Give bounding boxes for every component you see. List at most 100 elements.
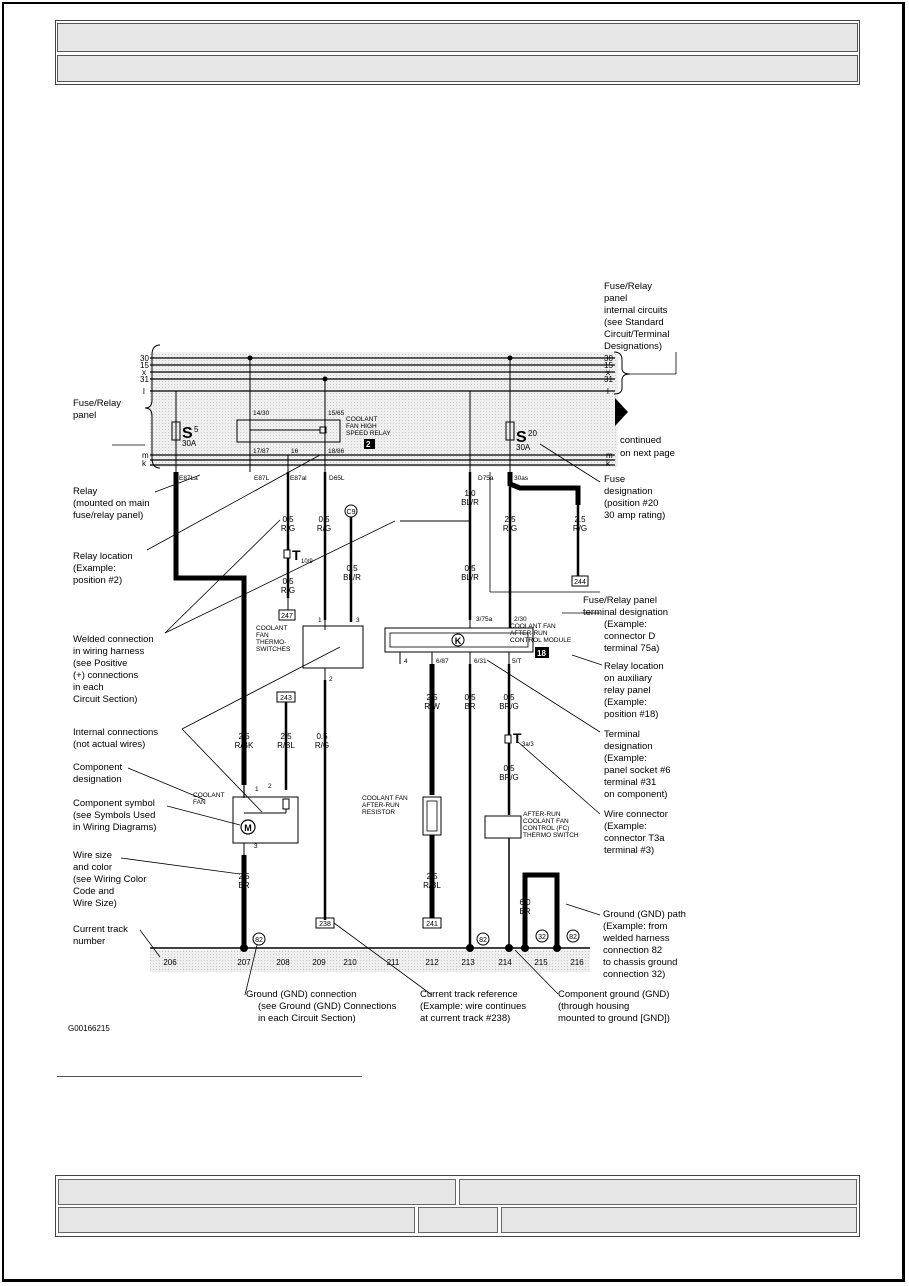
wire-color: R/G xyxy=(573,524,587,533)
fc-switch-title-2: COOLANT FAN xyxy=(523,818,569,825)
wire-color: BL/R xyxy=(461,498,479,507)
footer-cell xyxy=(58,1179,456,1205)
wire-color: R/G xyxy=(317,524,331,533)
thermo-pin-2: 2 xyxy=(329,676,333,683)
thermo-title-1: COOLANT xyxy=(256,625,287,632)
wire-size: 6.0 xyxy=(519,898,531,907)
wire-size: 2.5 xyxy=(426,693,438,702)
wire-color: BR xyxy=(519,907,530,916)
module-pin-375a: 3/75a xyxy=(476,616,493,623)
wire-color: R/BL xyxy=(423,881,441,890)
annotation-terminal: Terminal designation (Example: panel soc… xyxy=(604,729,673,800)
resistor-title-2: AFTER-RUN xyxy=(362,802,400,809)
annotation-wire-size: Wire size and color (see Wiring Color Co… xyxy=(73,850,149,909)
wire-size: 0.5 xyxy=(464,693,476,702)
ground-label: 32 xyxy=(538,934,546,941)
track-number: 208 xyxy=(276,958,290,967)
relay-term-16: 16 xyxy=(291,448,299,455)
wire-size: 0.5 xyxy=(282,577,294,586)
annotation-component-designation: Component designation xyxy=(73,762,125,785)
resistor-title-1: COOLANT FAN xyxy=(362,795,408,802)
annotation-component-symbol: Component symbol (see Symbols Used in Wi… xyxy=(73,798,158,833)
annotation-fuse-relay-internal: Fuse/Relay panel internal circuits (see … xyxy=(604,281,672,352)
fuse-s5-rating: 30A xyxy=(182,439,197,448)
bus-l-right: l xyxy=(607,387,609,396)
wire-color: R/G xyxy=(281,524,295,533)
panel-term-d75a: D75a xyxy=(478,475,494,482)
annotation-track-ref: Current track reference (Example: wire c… xyxy=(420,989,529,1024)
wire-color: BR/G xyxy=(499,773,519,782)
annotation-relay-location: Relay location (Example: position #2) xyxy=(73,551,135,586)
module-pin-4: 4 xyxy=(404,658,408,665)
header-bar-top xyxy=(57,23,858,52)
thermo-title-3: THERMO- xyxy=(256,639,286,646)
track-ref-244: 244 xyxy=(574,579,586,586)
wire-size: 2.5 xyxy=(280,732,292,741)
fan-pin-2: 2 xyxy=(268,783,272,790)
connector-t10-symbol: T xyxy=(292,547,301,563)
track-number: 215 xyxy=(534,958,548,967)
annotation-gnd-connection: Ground (GND) connection (see Ground (GND… xyxy=(246,989,399,1024)
wire-size: 0.5 xyxy=(464,564,476,573)
connector-t3a-sub: 3a/3 xyxy=(522,742,534,748)
annotation-fuse-relay-panel: Fuse/Relay panel xyxy=(73,398,124,421)
annotation-wire-connector: Wire connector (Example: connector T3a t… xyxy=(604,809,671,856)
fc-switch-title-4: THERMO SWITCH xyxy=(523,832,579,839)
module-title-2: AFTER-RUN xyxy=(510,630,548,637)
wire-color: R/G xyxy=(503,524,517,533)
track-number: 214 xyxy=(498,958,512,967)
track-number: 207 xyxy=(237,958,251,967)
relay-position: 2 xyxy=(366,440,371,449)
relay-term-1565: 15/65 xyxy=(328,410,345,417)
fuse-s20-symbol: S xyxy=(516,429,527,446)
thermo-title-4: SWITCHES xyxy=(256,646,291,653)
wire-size: 2.5 xyxy=(574,515,586,524)
panel-term-e87la: E87La xyxy=(179,475,198,482)
fan-title-1: COOLANT xyxy=(193,792,224,799)
annotation-current-track: Current track number xyxy=(73,924,131,947)
bus-31-left: 31 xyxy=(140,375,149,384)
annotation-relay-aux: Relay location on auxiliary relay panel … xyxy=(604,661,666,720)
track-ref-247: 247 xyxy=(281,613,293,620)
track-ref-241: 241 xyxy=(426,921,438,928)
fan-pin-3: 3 xyxy=(254,843,258,850)
track-number: 211 xyxy=(387,958,400,967)
welded-c9-label: C9 xyxy=(347,509,356,516)
wire-color: R/BK xyxy=(235,741,254,750)
relay-title-1: COOLANT xyxy=(346,416,377,423)
wire-size: 0.5 xyxy=(316,732,328,741)
wire-size: 2.5 xyxy=(238,732,250,741)
wire-size: 2.5 xyxy=(238,872,250,881)
wire-color: R/BL xyxy=(277,741,295,750)
track-number: 213 xyxy=(461,958,475,967)
bus-m-left: m xyxy=(142,451,149,460)
track-number: 206 xyxy=(163,958,177,967)
fc-switch-title-1: AFTER-RUN xyxy=(523,811,561,818)
annotation-comp-ground: Component ground (GND) (through housing … xyxy=(558,989,672,1024)
fan-title-2: FAN xyxy=(193,799,206,806)
ground-label: 82 xyxy=(569,934,577,941)
track-ref-243: 243 xyxy=(280,695,292,702)
wire-size: 0.5 xyxy=(503,764,515,773)
module-letter: K xyxy=(455,636,462,646)
fan-motor-symbol: M xyxy=(244,823,252,833)
connector-t10-sub: 10/9 xyxy=(301,559,313,565)
wire-size: 2.5 xyxy=(426,872,438,881)
annotation-continued: continued on next page xyxy=(620,435,675,459)
ground-label: 82 xyxy=(255,937,263,944)
footer-cell xyxy=(459,1179,857,1205)
wire-color: BR/G xyxy=(499,702,519,711)
wire-color: BR xyxy=(238,881,249,890)
module-pin-631: 6/31 xyxy=(474,658,487,665)
annotation-panel-terminal: Fuse/Relay panel terminal designation (E… xyxy=(583,595,671,654)
bus-l-left: l xyxy=(143,387,145,396)
connector-t3a-symbol: T xyxy=(513,730,522,746)
bus-30-right: 30 xyxy=(604,354,613,363)
bus-k-left: k xyxy=(142,459,147,468)
wire-size: 0.5 xyxy=(318,515,330,524)
wire-size: 0.5 xyxy=(346,564,358,573)
panel-term-d65l: D65L xyxy=(329,475,345,482)
fuse-s20-rating: 30A xyxy=(516,443,531,452)
fan-pin-1: 1 xyxy=(255,786,259,793)
